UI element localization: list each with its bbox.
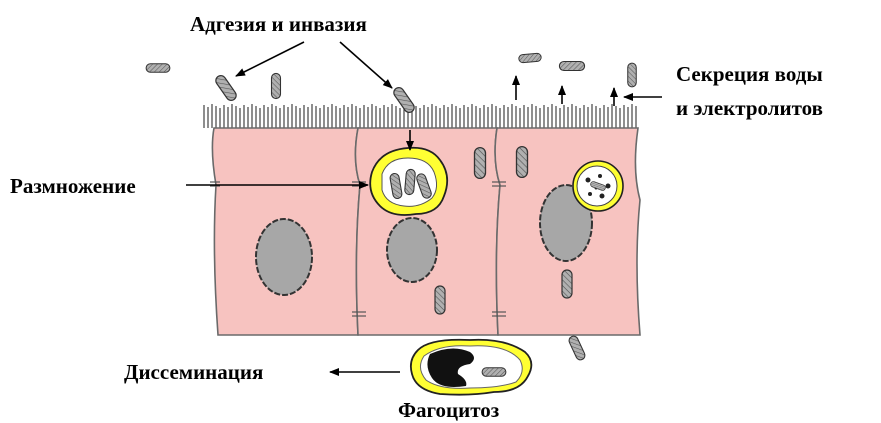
- bacterium-icon: [562, 270, 572, 298]
- label-secretion-line2: и электролитов: [676, 96, 823, 120]
- bacterium-icon: [214, 74, 238, 103]
- label-secretion-line1: Секреция воды: [676, 62, 823, 86]
- phagocyte-icon: [411, 340, 532, 395]
- bacterium-icon: [146, 64, 170, 73]
- vacuole-icon: [573, 161, 623, 211]
- bacterium-icon: [628, 63, 637, 87]
- label-reproduction: Размножение: [10, 174, 136, 198]
- label-dissemination: Диссеминация: [124, 360, 263, 384]
- arrow-icon: [236, 42, 304, 76]
- bacterium-icon: [435, 286, 445, 314]
- bacterium-icon: [568, 335, 587, 362]
- reproduction-vacuole-icon: [370, 148, 447, 215]
- label-adhesion: Адгезия и инвазия: [190, 12, 367, 36]
- bacterium-icon: [475, 148, 486, 179]
- microvilli-brush-border: [204, 104, 636, 128]
- nucleus-icon: [256, 219, 312, 295]
- bacterium-icon: [559, 62, 584, 71]
- nucleus-icon: [387, 218, 437, 282]
- label-phagocytosis: Фагоцитоз: [398, 398, 499, 422]
- bacterium-icon: [518, 53, 541, 63]
- arrow-icon: [340, 42, 392, 88]
- bacterium-icon: [272, 73, 281, 98]
